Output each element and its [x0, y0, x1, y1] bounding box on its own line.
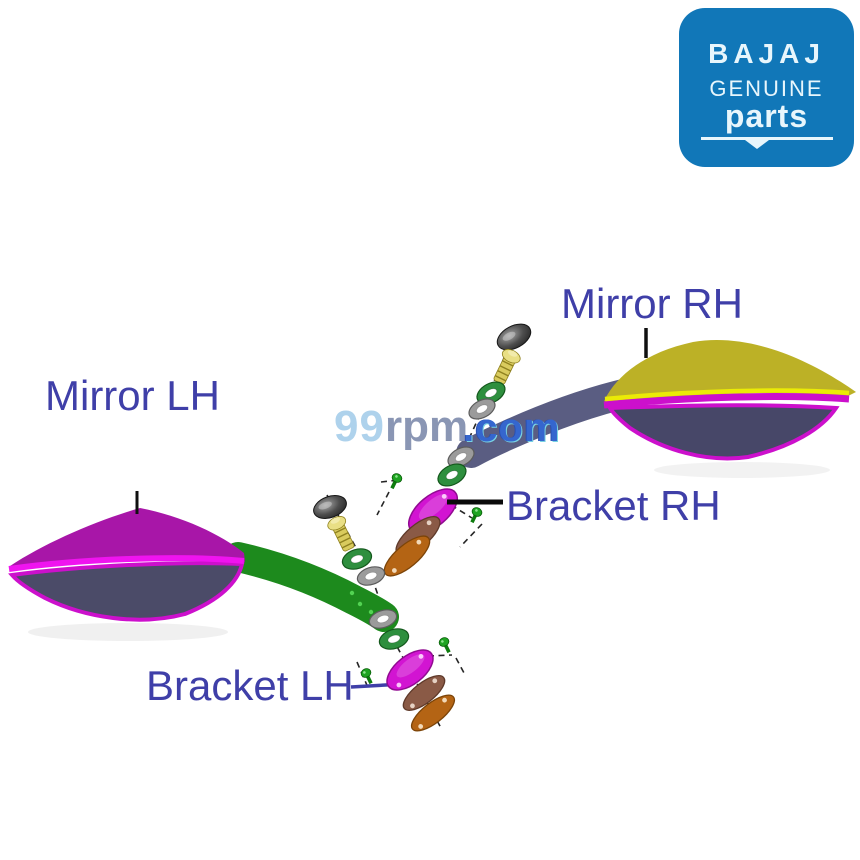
fastener-stack-lh [313, 495, 410, 650]
label-mirror-lh: Mirror LH [45, 372, 220, 419]
washer-gray-rh-1 [468, 398, 496, 420]
mirror-rh-stalk [456, 377, 647, 468]
label-bracket-rh: Bracket RH [506, 482, 721, 529]
clamp-orange-rh [383, 535, 431, 577]
stalk-highlight [368, 609, 374, 615]
logo-genuine-text: GENUINE [709, 76, 824, 101]
mirror-lh-rim-highlight [8, 555, 245, 572]
logo-brand-text: BAJAJ [708, 38, 825, 69]
mirror-rh [456, 340, 856, 468]
bajaj-genuine-parts-logo: BAJAJ GENUINE parts [679, 8, 854, 167]
mirror-lh-stalk [223, 542, 399, 632]
label-bracket-lh: Bracket LH [146, 662, 354, 709]
logo-underline [700, 137, 833, 140]
washer-green-rh-1 [476, 381, 506, 405]
screw-small-green-rh-right [470, 507, 483, 524]
stud-screw-lh [327, 516, 355, 552]
clamp-brown-lh [402, 675, 446, 711]
stalk-highlight [349, 590, 355, 596]
shadow-mirror-lh [28, 623, 228, 641]
logo-arrow-down-icon [744, 140, 769, 149]
watermark-com: .com [463, 406, 561, 450]
mirror-rh-rim-highlight [604, 388, 850, 402]
mirror-lh-face [8, 561, 245, 622]
fastener-stack-rh [437, 323, 532, 487]
label-mirror-rh: Mirror RH [561, 280, 743, 327]
bracket-stack-lh [360, 637, 456, 732]
mirror-rh-housing [604, 340, 856, 403]
mirror-lh [8, 508, 399, 632]
washer-gray-rh-2 [447, 446, 475, 468]
mirror-lh-housing [10, 508, 245, 570]
stud-screw-rh [493, 349, 521, 385]
clamp-orange-lh [410, 694, 456, 732]
shadow-mirror-rh [654, 462, 830, 478]
washer-gray-lh-2 [368, 609, 398, 629]
bracket-lh [386, 649, 434, 691]
bracket-stack-rh [383, 473, 483, 577]
washer-green-lh-2 [378, 628, 410, 650]
washer-green-lh-1 [341, 548, 373, 570]
mirror-rh-face [606, 403, 840, 461]
watermark-rpm: rpm [384, 402, 469, 451]
screw-small-green-lh-right [438, 637, 451, 654]
stalk-highlight [357, 601, 363, 607]
washer-gray-lh-1 [356, 566, 386, 586]
washer-green-rh-2 [437, 463, 467, 487]
dome-nut-lh [313, 495, 347, 519]
screw-small-green-lh-left [360, 668, 373, 685]
watermark-99rpm: 99 rpm .com [334, 402, 560, 452]
logo-parts-text: parts [724, 98, 809, 134]
dome-nut-rh [496, 323, 532, 351]
mirror-rh-rim [603, 393, 850, 409]
watermark-99: 99 [334, 402, 385, 451]
screw-small-green-rh-left [390, 473, 403, 490]
